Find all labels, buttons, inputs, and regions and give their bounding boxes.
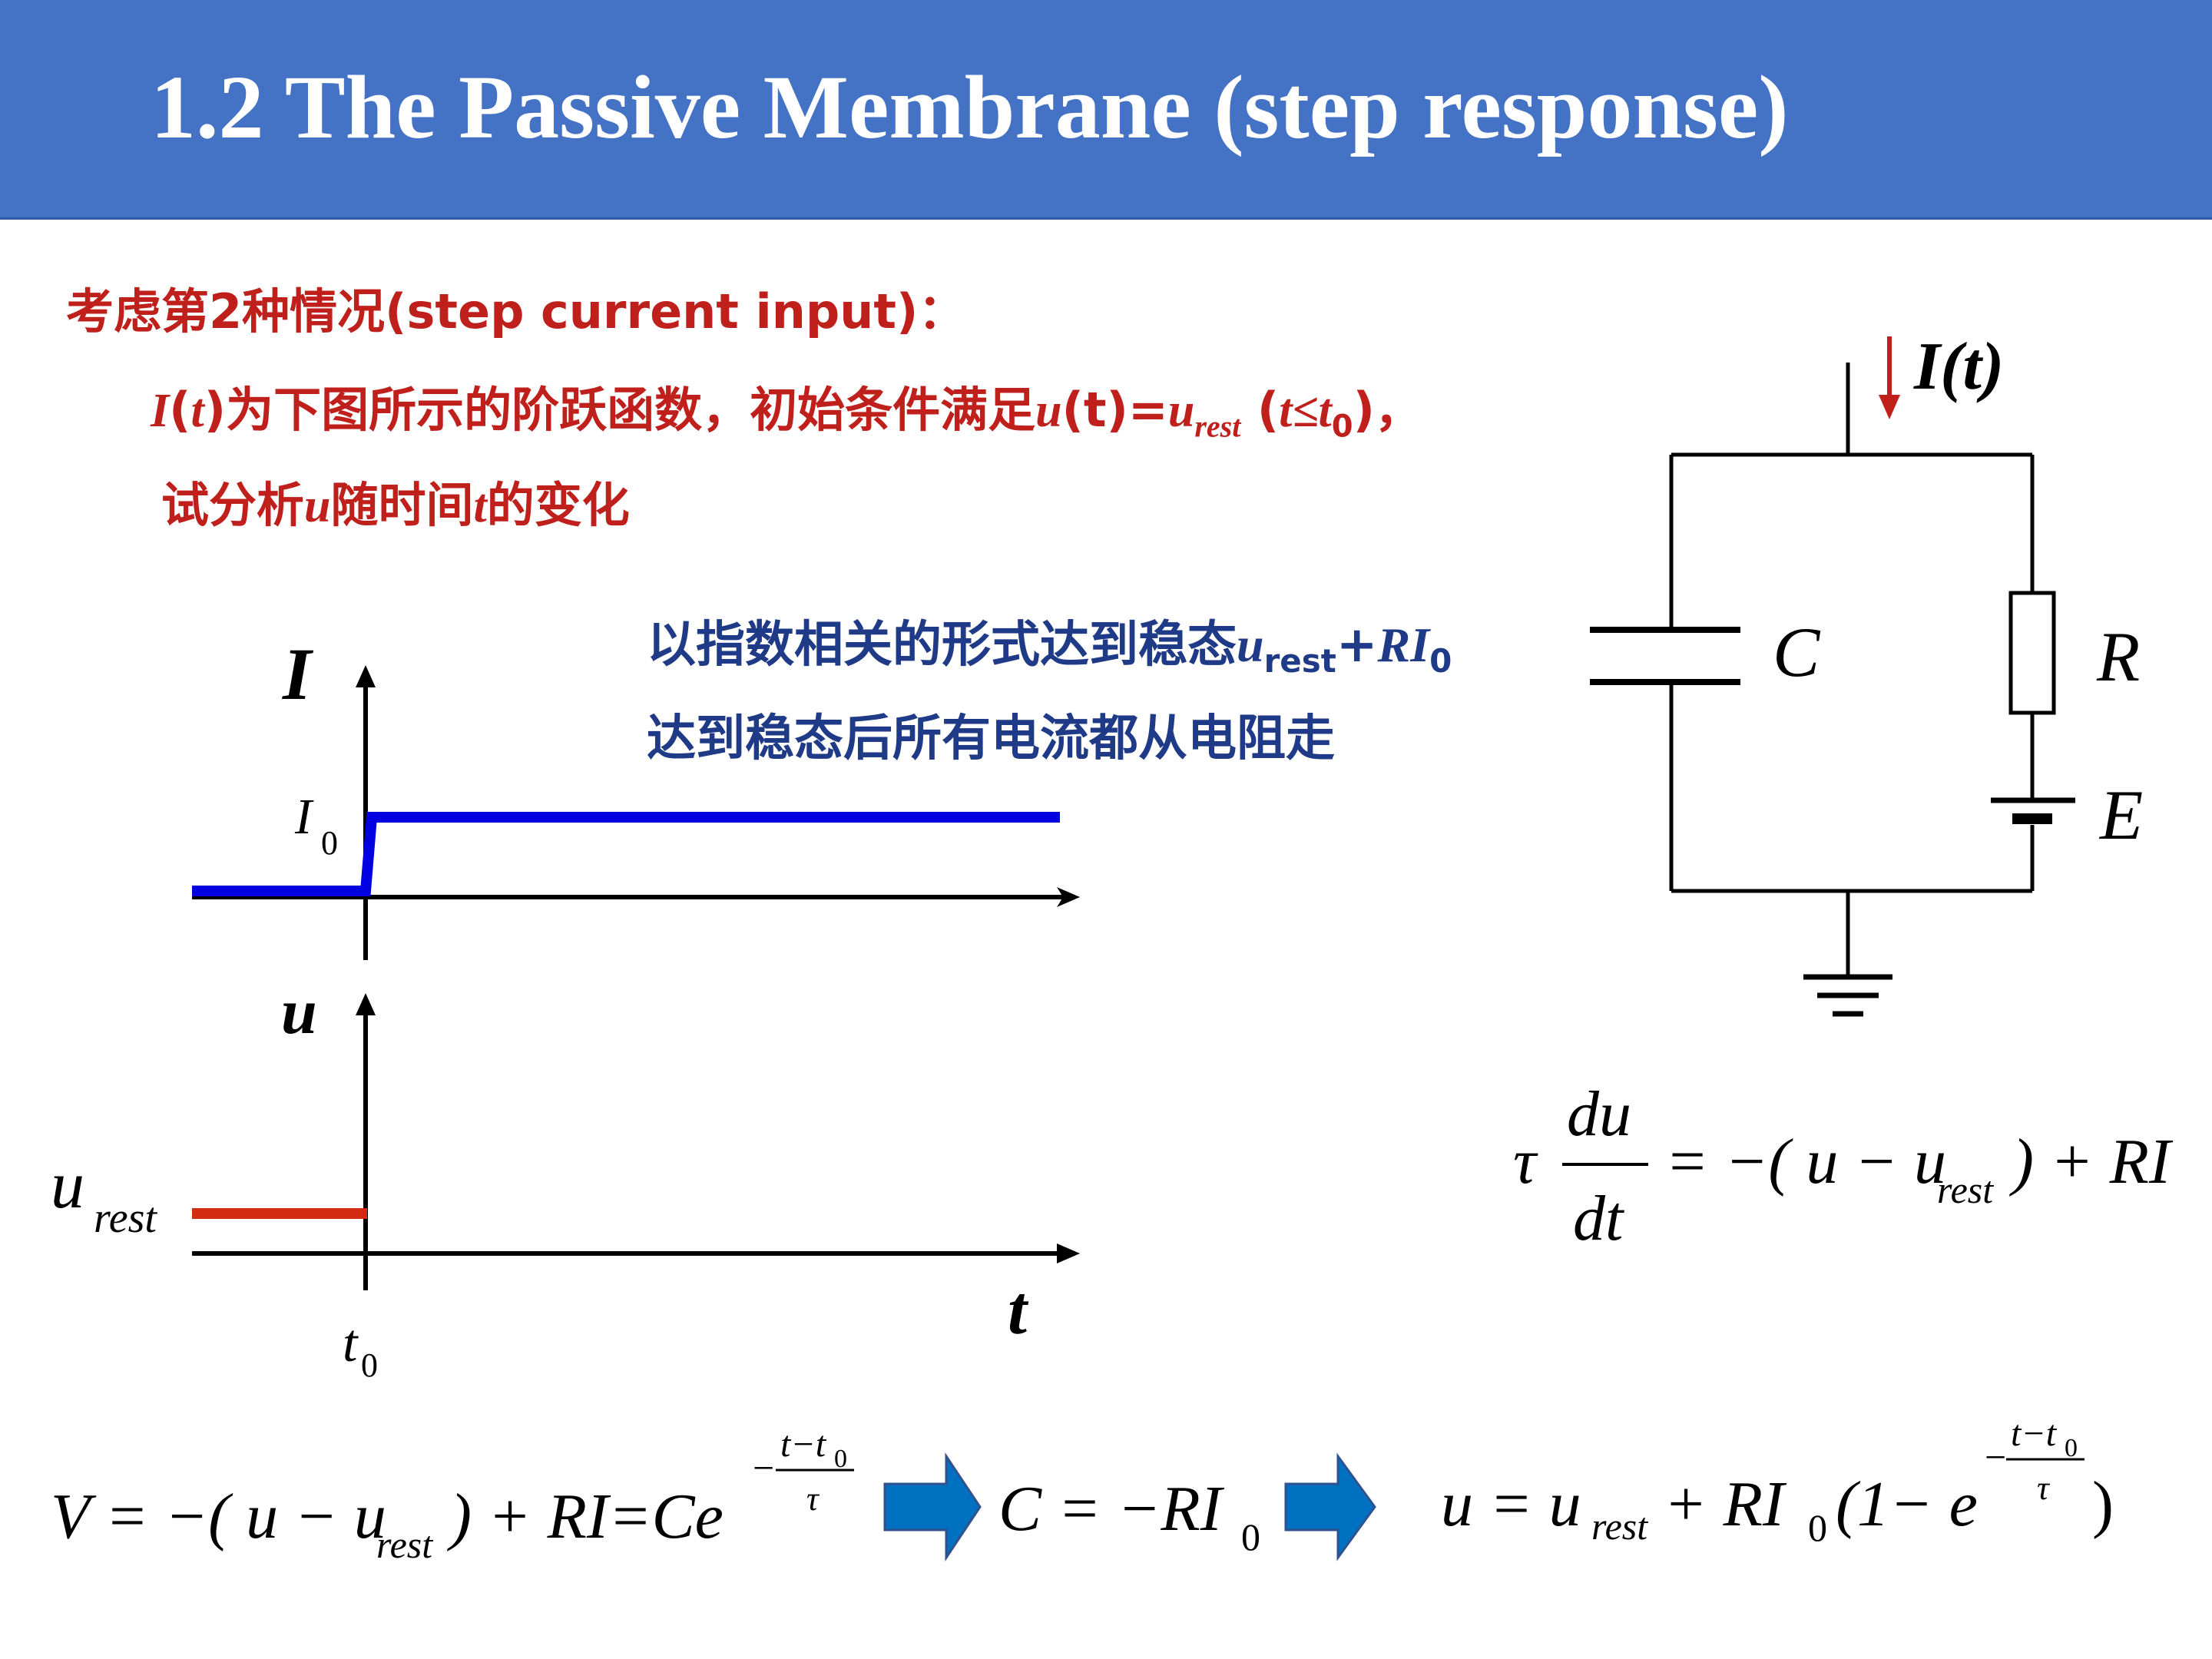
eq3-lhs: u = u	[1441, 1469, 1581, 1540]
eq1-exp-denominator: τ	[806, 1480, 820, 1518]
current-step-line	[192, 812, 1060, 896]
problem-line-1: 考虑第2种情况(step current input)：	[66, 281, 965, 343]
solution-equation-2: C = −RI 0	[998, 1473, 1260, 1558]
eq1-subscript: rest	[376, 1523, 433, 1566]
eq1-exp-numerator-sub: 0	[834, 1445, 847, 1473]
current-time-axis-arrowhead	[1057, 887, 1080, 907]
problem-line-3: 试分析u随时间t的变化	[161, 475, 630, 537]
eq3-exp-minus: −	[1985, 1435, 2006, 1479]
eq3-subscript: rest	[1591, 1505, 1648, 1548]
problem-line-3-a: 试分析	[161, 477, 305, 533]
title-bar: 1.2 The Passive Membrane (step response)	[0, 0, 2212, 220]
voltage-time-axis-arrowhead	[1057, 1243, 1080, 1263]
note-RI: RI	[1377, 618, 1430, 672]
current-symbol: I	[151, 385, 170, 437]
eq3-sub0: 0	[1808, 1506, 1827, 1549]
eq3-exp-denominator: τ	[2037, 1469, 2051, 1507]
voltage-axis-arrowhead	[356, 993, 376, 1015]
note-line-1: 以指数相关的形式达到稳态urest+RI0	[647, 614, 1452, 692]
eq1-exp-minus: −	[753, 1446, 774, 1489]
eq1-exp-numerator: t−t	[780, 1424, 827, 1465]
rest-subscript: rest	[1194, 409, 1241, 444]
membrane-ode: τ du dt = −( u − u rest ) + RI	[1513, 1078, 2174, 1254]
current-graph: I I 0	[192, 633, 1080, 960]
battery-label: E	[2098, 776, 2143, 854]
solution-equation-3: u = u rest + RI 0 (1− e − t−t 0 τ )	[1441, 1413, 2114, 1549]
eq1-lhs: V = −( u − u	[51, 1481, 386, 1552]
time-axis-label: t	[1008, 1273, 1029, 1349]
resistor	[2008, 591, 2056, 715]
current-level-label: I	[294, 789, 314, 845]
eq2-text: C = −RI	[998, 1473, 1225, 1545]
eq3-exp-numerator-sub: 0	[2065, 1434, 2078, 1462]
rc-circuit	[1590, 363, 2075, 1017]
note-line-1-text: 以指数相关的形式达到稳态	[647, 617, 1237, 674]
problem-line-3-b: 随时间	[330, 477, 474, 533]
current-axis-label: I	[282, 633, 314, 715]
note-rest-sub: rest	[1263, 641, 1336, 680]
condition-open: (	[1240, 382, 1280, 438]
voltage-axis-label: u	[281, 976, 317, 1048]
condition-subscript: 0	[1331, 409, 1353, 445]
eq1-mid: ) + RI=Ce	[447, 1481, 724, 1552]
input-current-arrow-icon	[1879, 336, 1900, 419]
t0-subscript: 0	[361, 1346, 378, 1384]
eq2-subscript: 0	[1241, 1515, 1260, 1558]
paren: )	[204, 382, 227, 438]
problem-line-2: I(t)为下图所示的阶跃函数，初始条件满足u(t)=urest (t≤t0)，	[151, 379, 1422, 457]
problem-line-3-c: 的变化	[486, 477, 630, 533]
current-level-subscript: 0	[321, 824, 338, 862]
solution-equation-1: V = −( u − u rest ) + RI=Ce − t−t 0 τ	[51, 1424, 854, 1566]
ode-denominator: dt	[1573, 1183, 1625, 1254]
voltage-symbol: u	[1035, 385, 1062, 437]
problem-line-2-text: 为下图所示的阶跃函数，初始条件满足	[226, 382, 1036, 438]
eq3-close: )	[2092, 1469, 2114, 1540]
note-line-2-text: 达到稳态后所有电流都从电阻走	[647, 710, 1335, 767]
voltage-rest-label: u	[51, 1148, 84, 1223]
voltage-symbol: u	[1167, 385, 1195, 437]
ode-tau: τ	[1513, 1126, 1538, 1197]
voltage-rest-subscript: rest	[94, 1194, 157, 1242]
eq3-exp-numerator: t−t	[2011, 1413, 2058, 1454]
ode-numerator: du	[1567, 1078, 1631, 1150]
condition-t: t≤t	[1279, 385, 1332, 437]
capacitor-label: C	[1773, 613, 1821, 691]
t0-label: t	[343, 1314, 359, 1373]
note-line-2: 达到稳态后所有电流都从电阻走	[647, 708, 1335, 770]
time-arg: (t)=	[1061, 382, 1168, 438]
voltage-graph: u u rest t t 0	[51, 976, 1080, 1384]
condition-close: )，	[1353, 382, 1422, 438]
current-axis-arrowhead	[356, 665, 376, 687]
eq3-paren: (1− e	[1836, 1469, 1978, 1540]
implies-arrow-icon	[883, 1452, 982, 1561]
note-u: u	[1237, 618, 1264, 672]
input-current-label: I(t)	[1913, 329, 2004, 404]
problem-line-1-text: 考虑第2种情况(step current input)：	[66, 283, 966, 339]
note-plus: +	[1336, 617, 1378, 674]
time-symbol: t	[473, 480, 487, 532]
implies-arrow-icon	[1284, 1452, 1376, 1561]
slide-title: 1.2 The Passive Membrane (step response)	[151, 57, 1789, 157]
ode-rhs-end: ) + RI	[2009, 1126, 2174, 1197]
resistor-label: R	[2096, 618, 2140, 696]
ode-rhs-subscript: rest	[1937, 1168, 1994, 1211]
voltage-symbol: u	[304, 480, 331, 532]
note-sub0: 0	[1429, 641, 1452, 680]
eq3-mid: + RI	[1664, 1469, 1787, 1540]
ode-rhs: = −( u − u	[1665, 1126, 1946, 1197]
time-symbol: t	[190, 385, 204, 437]
paren: (	[169, 382, 191, 438]
